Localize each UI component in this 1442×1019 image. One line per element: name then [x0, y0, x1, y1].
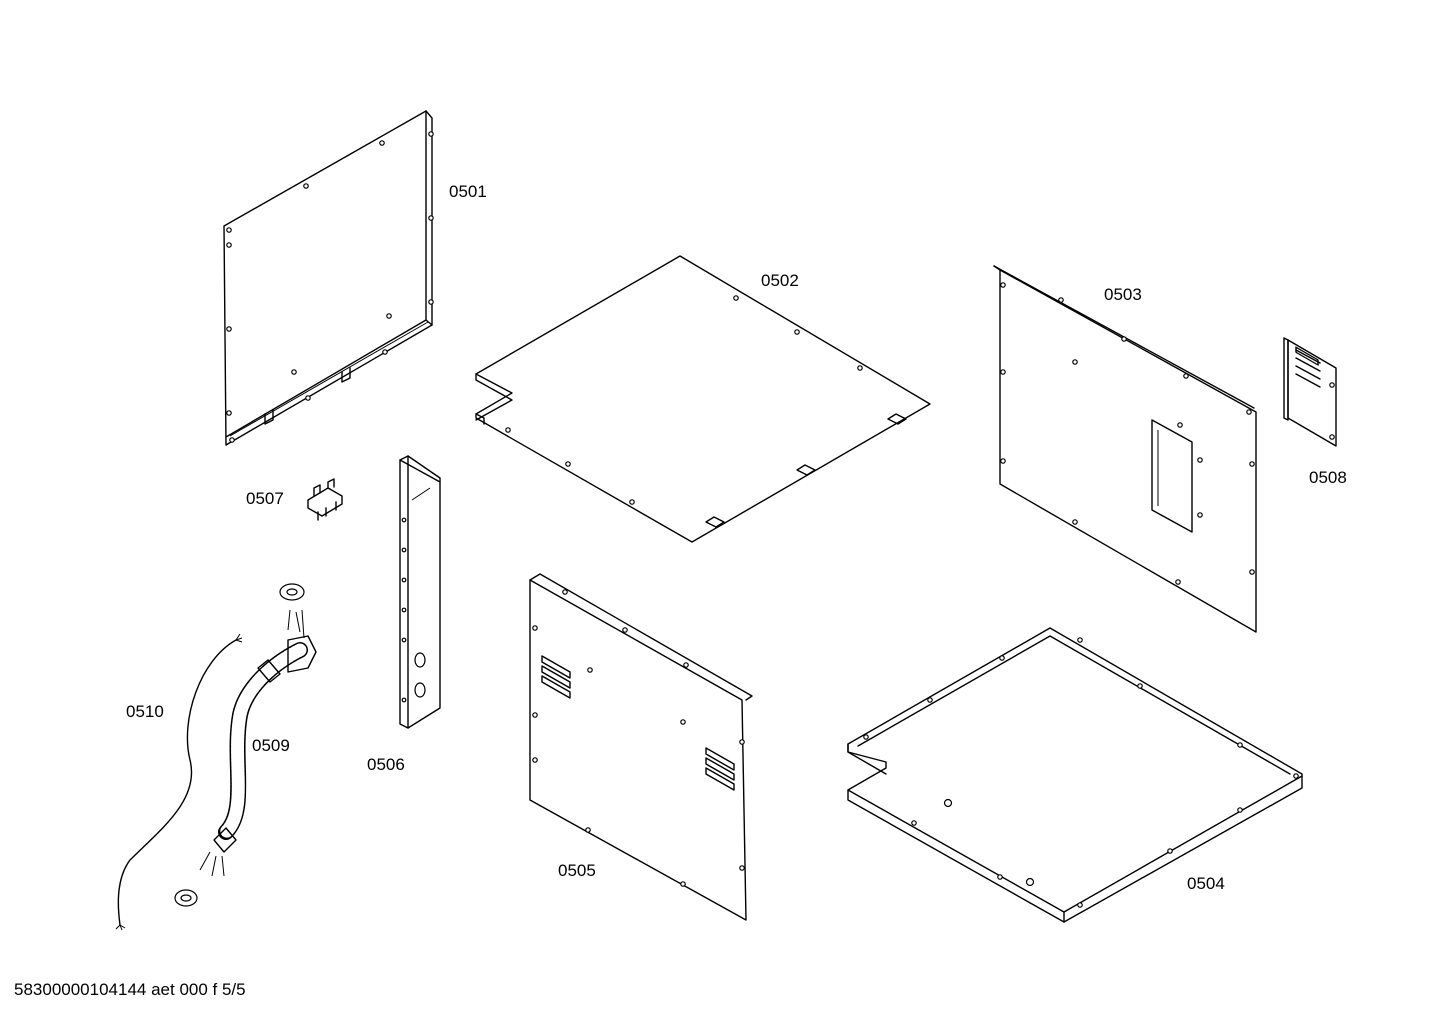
part-0510-cable [115, 633, 243, 931]
label-0503: 0503 [1104, 285, 1142, 304]
part-0505-panel [529, 573, 753, 921]
part-0504-tray [847, 627, 1303, 923]
label-0508: 0508 [1309, 468, 1347, 487]
part-0506-bracket [399, 455, 441, 729]
label-0504: 0504 [1187, 874, 1225, 893]
part-0502-panel [475, 255, 931, 543]
part-0503-panel [993, 265, 1257, 633]
label-0509: 0509 [252, 736, 290, 755]
document-reference: 58300000104144 aet 000 f 5/5 [14, 980, 246, 999]
label-0510: 0510 [126, 702, 164, 721]
label-0501: 0501 [449, 182, 487, 201]
part-0509-conduit [174, 583, 317, 907]
part-0507-clip [307, 478, 343, 521]
part-0508-bracket [1283, 337, 1337, 447]
label-0507: 0507 [246, 489, 284, 508]
label-0505: 0505 [558, 861, 596, 880]
part-0501-panel [223, 110, 434, 446]
label-0506: 0506 [367, 755, 405, 774]
label-0502: 0502 [761, 271, 799, 290]
